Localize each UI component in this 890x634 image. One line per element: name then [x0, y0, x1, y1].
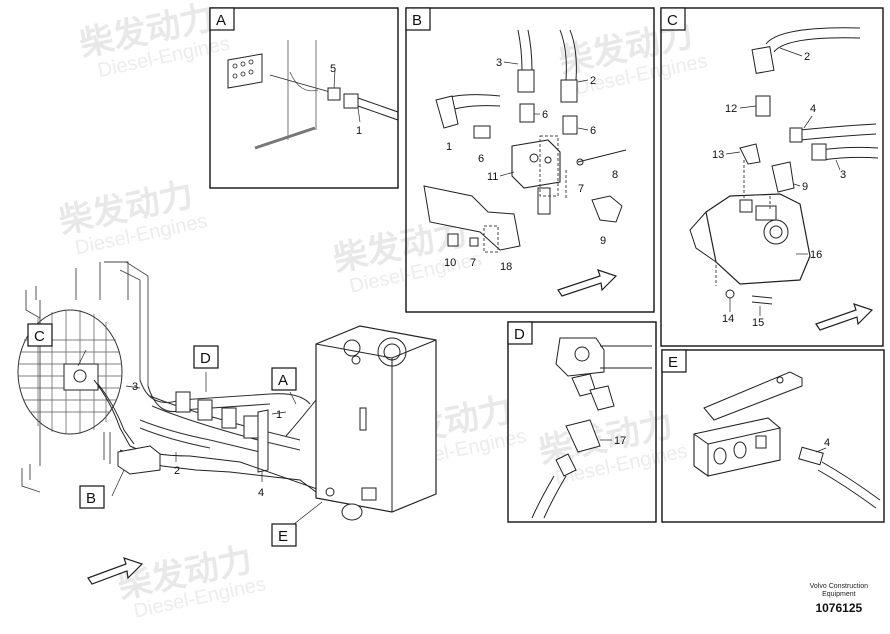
callout-6b: 6 — [590, 125, 596, 137]
callout-2: 2 — [590, 75, 596, 87]
callout-2c: 2 — [804, 51, 810, 63]
detail-c-tag: C — [667, 12, 678, 29]
callout-4c: 4 — [810, 103, 816, 115]
footer-org-line2: Equipment — [822, 591, 856, 598]
callout-15: 15 — [752, 317, 764, 329]
overview-tag-c: C — [34, 328, 45, 345]
overview-callout-1: 1 — [276, 409, 282, 421]
callout-9: 9 — [600, 235, 606, 247]
overview-tag-e: E — [278, 528, 288, 545]
callout-14: 14 — [722, 313, 734, 325]
callout-5: 5 — [330, 63, 336, 75]
detail-a-tag: A — [216, 12, 226, 29]
callout-4e: 4 — [824, 437, 830, 449]
detail-d-panel: D 17 — [507, 321, 657, 523]
callout-7a: 7 — [578, 183, 584, 195]
callout-1: 1 — [356, 125, 362, 137]
overview-callout-2: 2 — [174, 465, 180, 477]
overview-tag-b: B — [86, 490, 96, 507]
part-number: 1076125 — [815, 601, 863, 615]
overview-tag-d: D — [200, 350, 211, 367]
detail-b-tag: B — [412, 12, 422, 29]
callout-12: 12 — [725, 103, 737, 115]
callout-7b: 7 — [470, 257, 476, 269]
detail-b-panel: B 3 2 6 6 — [405, 7, 655, 313]
callout-13: 13 — [712, 149, 724, 161]
callout-1b: 1 — [446, 141, 452, 153]
callout-9c: 9 — [802, 181, 808, 193]
callout-16: 16 — [810, 249, 822, 261]
detail-e-tag: E — [668, 354, 678, 371]
overview-tag-a: A — [278, 372, 288, 389]
overview-callout-4: 4 — [258, 487, 264, 499]
footer-org-line1: Volvo Construction — [809, 583, 868, 590]
detail-d-tag: D — [514, 326, 525, 343]
detail-e-panel: E 4 — [661, 349, 885, 523]
callout-3: 3 — [496, 57, 502, 69]
callout-3c: 3 — [840, 169, 846, 181]
callout-18: 18 — [500, 261, 512, 273]
callout-10: 10 — [444, 257, 456, 269]
callout-8: 8 — [612, 169, 618, 181]
callout-11: 11 — [487, 171, 498, 183]
callout-6a: 6 — [542, 109, 548, 121]
callout-6c: 6 — [478, 153, 484, 165]
overview-callout-3: 3 — [132, 381, 138, 393]
main-assembly: A B C D E 1 2 3 4 — [17, 261, 437, 585]
callout-17: 17 — [614, 435, 626, 447]
detail-a-panel: A 5 1 — [209, 7, 399, 189]
footer: Volvo Construction Equipment 1076125 — [810, 583, 868, 615]
detail-c-panel: C 2 12 4 13 9 3 — [660, 7, 884, 347]
